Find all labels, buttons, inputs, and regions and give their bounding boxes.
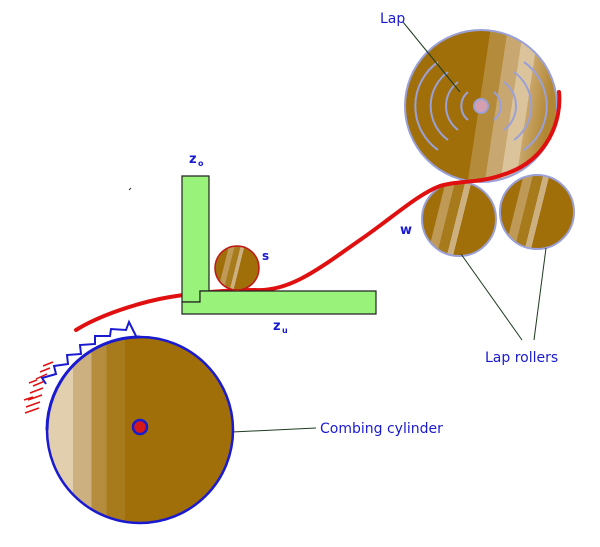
lap-roller-right [499,174,575,250]
z-top-letter: z [189,152,197,167]
lap-leader-line [402,21,461,93]
lap-roll [404,29,558,183]
combing-cylinder-label: Combing cylinder [320,421,443,437]
lap-rollers-leader-left [460,253,523,341]
s-label: s [262,249,269,263]
w-label: w [400,223,412,238]
lap-label: Lap [380,11,405,27]
cylinder-needle-segment [45,335,141,431]
lap-rollers-label: Lap rollers [485,350,558,366]
lap-core [473,98,489,114]
nipper-upper-jaw [181,175,210,303]
lap-rollers [421,174,575,257]
z-bottom-subscript: u [282,326,288,335]
lap-rollers-leader-right [533,247,547,341]
stray-mark [128,187,132,191]
z-top-subscript: o [198,159,204,168]
feed-roller [214,245,260,291]
cylinder-axle [131,418,149,436]
needle-teeth [40,319,137,385]
lap-roller-left [421,181,497,257]
fibre-web [74,90,562,332]
nipper-lower-jaw [181,290,377,315]
z-bottom-label: z u [273,319,288,335]
combing-cylinder [40,319,235,525]
cylinder-leader-line [231,427,317,433]
z-top-label: z o [189,152,204,168]
lap-wound-layers [414,61,548,151]
z-bottom-letter: z [273,319,281,334]
combed-fibre-fringe [23,361,54,414]
